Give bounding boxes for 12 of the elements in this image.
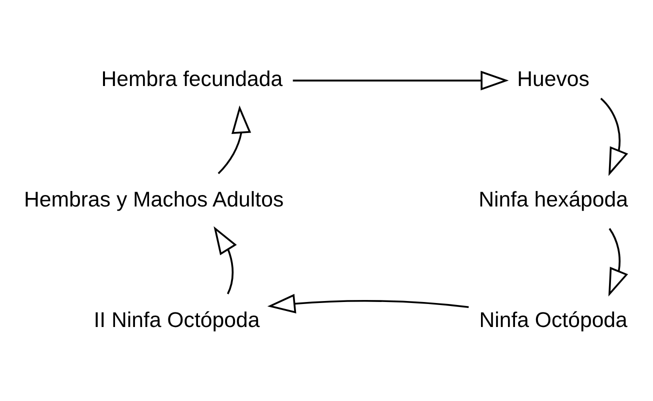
node-text: Hembra fecundada: [101, 66, 283, 91]
arrow: [608, 228, 628, 296]
node-text: Huevos: [517, 66, 590, 91]
node-text: Ninfa Octópoda: [479, 308, 628, 332]
arrow: [600, 97, 628, 176]
node-text: Ninfa hexápoda: [478, 187, 628, 212]
node-text: II Ninfa Octópoda: [94, 308, 260, 332]
arrow: [214, 226, 237, 294]
arrow: [292, 70, 509, 90]
arrow: [218, 104, 252, 174]
node-text: Hembras y Machos Adultos: [24, 187, 284, 212]
arrow: [267, 293, 469, 313]
